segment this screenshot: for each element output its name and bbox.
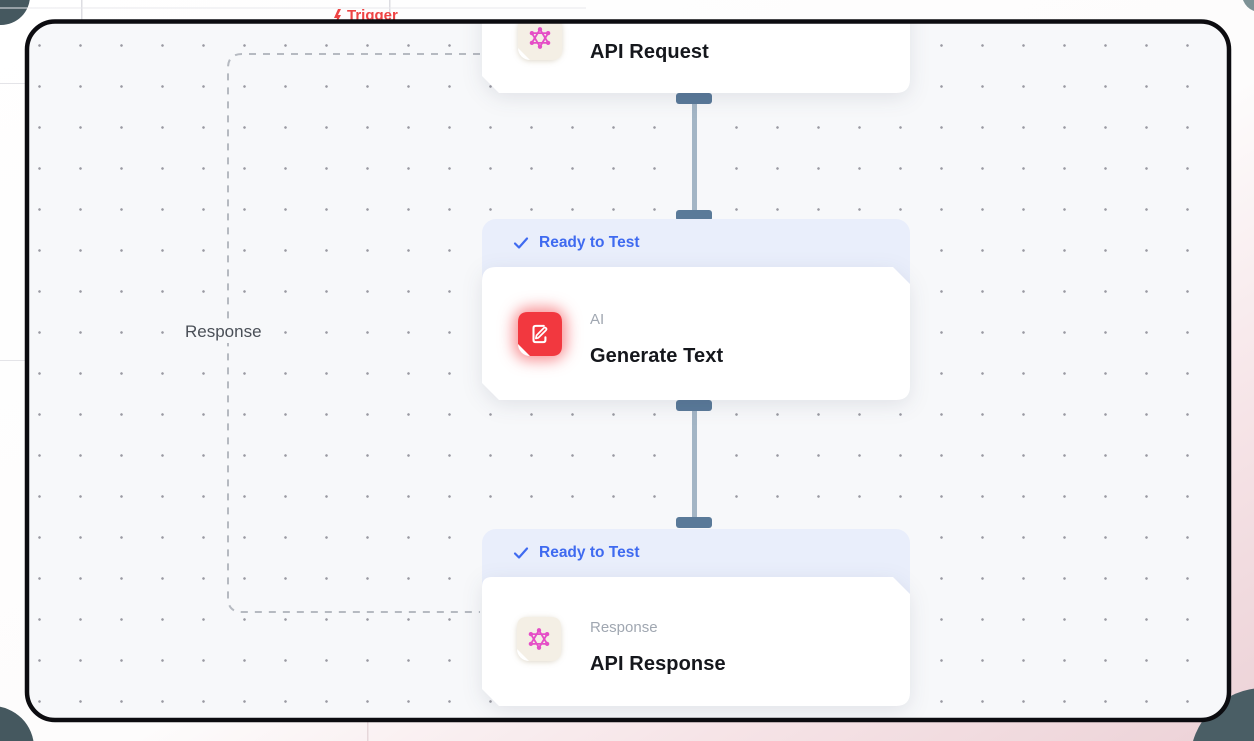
connector-line [692,98,697,216]
connector-output-handle[interactable] [676,93,712,104]
loop-edge-label: Response [180,321,267,343]
hexagram-icon [517,617,561,661]
connector-line [692,405,697,523]
node-category-label: Response [590,619,658,636]
hexagram-icon [518,16,562,60]
node-api-response[interactable]: Response API Response [482,577,910,706]
node-category-label: AI [590,311,605,328]
trigger-tag[interactable]: Trigger [347,6,398,23]
node-generate-text[interactable]: AI Generate Text [482,267,910,400]
node-title: API Request [590,41,709,63]
connector-output-handle[interactable] [676,400,712,411]
check-icon [513,547,529,559]
check-icon [513,237,529,249]
note-pencil-icon [518,312,562,356]
status-badge-label: Ready to Test [539,544,640,561]
status-badge-label: Ready to Test [539,234,640,251]
node-api-request[interactable]: Interface API Request [482,0,910,93]
connector-input-handle[interactable] [676,517,712,528]
node-title: Generate Text [590,345,724,367]
node-title: API Response [590,653,726,675]
node-category-label: Interface [590,9,649,26]
